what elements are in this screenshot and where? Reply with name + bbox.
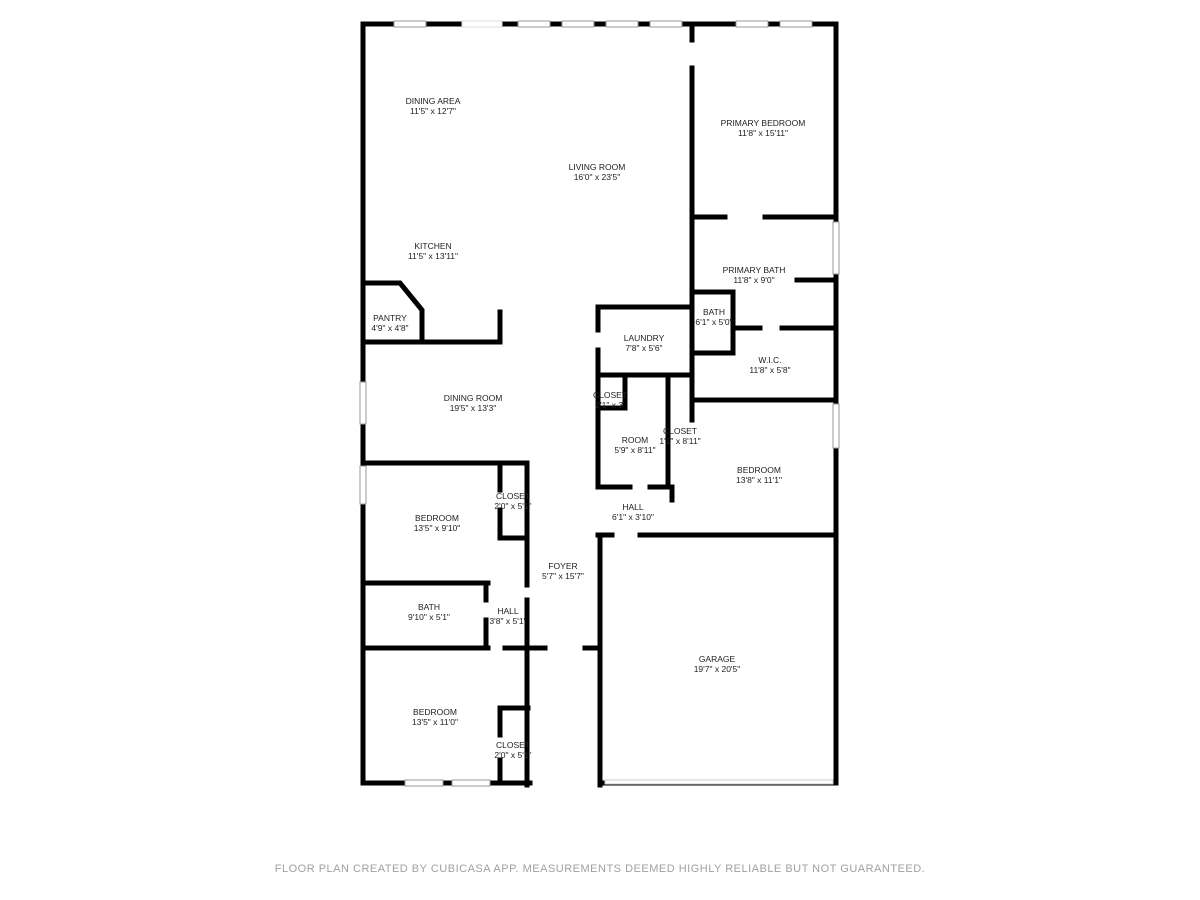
room-name: ROOM bbox=[622, 435, 648, 445]
room-name: PRIMARY BEDROOM bbox=[721, 118, 806, 128]
room-name: HALL bbox=[497, 606, 519, 616]
room-name: CLOSET bbox=[496, 740, 530, 750]
room-dimensions: 6'1" x 3'10" bbox=[612, 512, 654, 522]
room-dimensions: 1'1" x 8'11" bbox=[659, 436, 700, 446]
room-name: KITCHEN bbox=[414, 241, 451, 251]
room-dimensions: 11'8" x 9'0" bbox=[733, 275, 774, 285]
room-name: BEDROOM bbox=[737, 465, 781, 475]
room-name: PANTRY bbox=[373, 313, 407, 323]
room-name: BATH bbox=[703, 307, 725, 317]
room-name: CLOSET bbox=[663, 426, 697, 436]
room-name: BATH bbox=[418, 602, 440, 612]
room-name: W.I.C. bbox=[758, 355, 781, 365]
room-dimensions: 2'1" x 3' bbox=[595, 400, 625, 410]
room-dimensions: 2'0" x 5'1" bbox=[494, 501, 531, 511]
room-dimensions: 13'5" x 11'0" bbox=[412, 717, 458, 727]
room-name: GARAGE bbox=[699, 654, 736, 664]
room-dimensions: 13'8" x 11'1" bbox=[736, 475, 782, 485]
footer-disclaimer: FLOOR PLAN CREATED BY CUBICASA APP. MEAS… bbox=[274, 863, 926, 875]
room-dimensions: 4'9" x 4'8" bbox=[371, 323, 408, 333]
room-name: LAUNDRY bbox=[624, 333, 665, 343]
room-name: FOYER bbox=[548, 561, 577, 571]
windows bbox=[359, 20, 840, 787]
room-name: PRIMARY BATH bbox=[723, 265, 786, 275]
room-dimensions: 11'8" x 15'11" bbox=[738, 128, 788, 138]
room-dimensions: 11'5" x 13'11" bbox=[408, 251, 458, 261]
room-name: BEDROOM bbox=[415, 513, 459, 523]
room-name: CLOSET bbox=[593, 390, 627, 400]
room-dimensions: 3'8" x 5'1" bbox=[489, 616, 526, 626]
room-dimensions: 7'8" x 5'6" bbox=[625, 343, 662, 353]
room-dimensions: 19'7" x 20'5" bbox=[694, 664, 741, 674]
room-name: BEDROOM bbox=[413, 707, 457, 717]
room-name: DINING AREA bbox=[406, 96, 461, 106]
room-dimensions: 5'7" x 15'7" bbox=[542, 571, 584, 581]
room-name: LIVING ROOM bbox=[569, 162, 626, 172]
room-dimensions: 9'10" x 5'1" bbox=[408, 612, 450, 622]
room-label: W.I.C.11'8" x 5'8" bbox=[749, 355, 790, 375]
room-name: HALL bbox=[622, 502, 644, 512]
walls bbox=[360, 21, 839, 788]
room-dimensions: 16'0" x 23'5" bbox=[574, 172, 621, 182]
room-name: DINING ROOM bbox=[444, 393, 503, 403]
room-dimensions: 11'8" x 5'8" bbox=[749, 365, 790, 375]
room-dimensions: 13'5" x 9'10" bbox=[414, 523, 461, 533]
room-dimensions: 6'1" x 5'0" bbox=[695, 317, 732, 327]
room-name: CLOSET bbox=[496, 491, 530, 501]
room-dimensions: 5'9" x 8'11" bbox=[614, 445, 655, 455]
room-dimensions: 11'5" x 12'7" bbox=[410, 106, 456, 116]
room-dimensions: 19'5" x 13'3" bbox=[450, 403, 497, 413]
room-dimensions: 2'0" x 5'1" bbox=[494, 750, 531, 760]
